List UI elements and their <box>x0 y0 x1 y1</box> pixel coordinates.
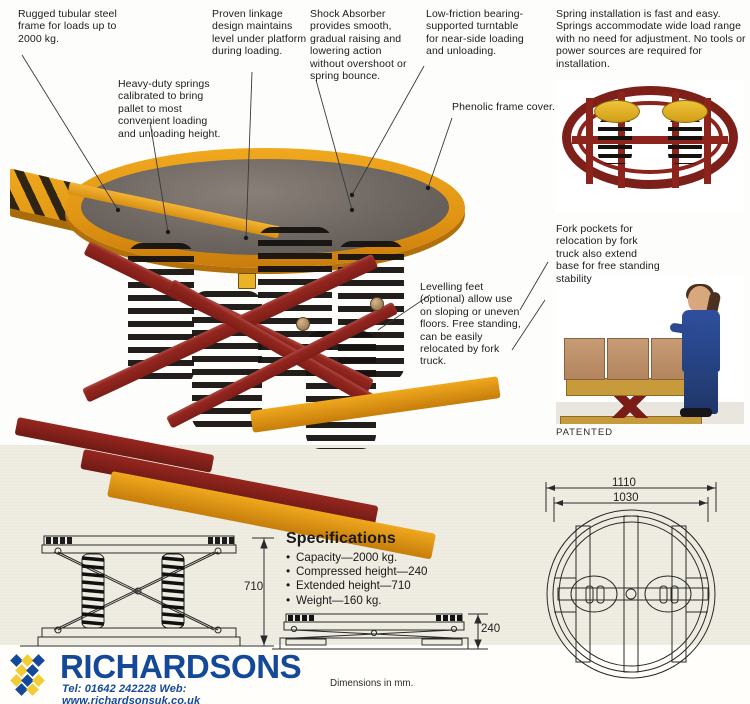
spec-item-capacity: Capacity—2000 kg. <box>286 550 501 565</box>
carton-stack <box>564 338 692 380</box>
spec-item-weight: Weight—160 kg. <box>286 593 501 608</box>
carton <box>564 338 606 380</box>
dimension-label-240: 240 <box>481 623 501 635</box>
pivot-pin <box>370 297 384 311</box>
spec-item-extended-height: Extended height—710 <box>286 578 501 593</box>
carton <box>607 338 649 380</box>
company-logo: RICHARDSONS Tel: 01642 242228 Web: www.r… <box>8 648 308 704</box>
dimension-label-1030: 1030 <box>613 492 639 504</box>
scissor-lift <box>566 394 694 418</box>
footer-white-strip <box>0 645 750 704</box>
arm <box>669 322 693 335</box>
drawing-side-elevation-extended <box>20 535 274 647</box>
scissor-arms <box>566 394 694 418</box>
worker <box>669 284 726 418</box>
dimension-units-note: Dimensions in mm. <box>330 678 414 689</box>
callout-heavy-springs: Heavy-duty springs calibrated to bring p… <box>118 78 221 140</box>
callout-spring-install: Spring installation is fast and easy. Sp… <box>556 8 746 70</box>
diamond-lattice-logo-icon <box>10 654 45 696</box>
company-contact: Tel: 01642 242228 Web: www.richardsonsuk… <box>62 683 201 704</box>
spec-item-compressed-height: Compressed height—240 <box>286 564 501 579</box>
torso <box>682 310 720 372</box>
legs <box>680 370 718 417</box>
shoe <box>680 408 712 417</box>
dimension-label-1110: 1110 <box>612 477 636 489</box>
photo-spring-frame <box>556 80 744 213</box>
patented-label: PATENTED <box>556 427 613 438</box>
scissor-lift-mechanism <box>14 227 501 560</box>
callout-tubular-frame: Rugged tubular steel frame for loads up … <box>18 8 117 45</box>
main-product-photo <box>10 130 540 560</box>
callout-shock-absorber: Shock Absorber provides smooth, gradual … <box>310 8 407 83</box>
company-name: RICHARDSONS <box>60 648 302 685</box>
spring-seat-pad <box>662 100 708 123</box>
warning-label <box>238 273 256 289</box>
spring-seat-pad <box>594 100 640 123</box>
specifications-heading: Specifications <box>286 530 396 547</box>
callout-fork-pockets: Fork pockets for relocation by fork truc… <box>556 223 660 285</box>
spring-coil <box>598 118 632 164</box>
callout-turntable: Low-friction bearing-supported turntable… <box>426 8 524 58</box>
drawing-side-elevation-compressed <box>272 613 488 650</box>
pivot-pin <box>296 317 310 331</box>
callout-levelling-feet: Levelling feet (optional) allow use on s… <box>420 281 521 368</box>
drawing-plan-view <box>545 482 717 679</box>
photo-worker-loading-pallet <box>556 276 744 424</box>
frame-cross-bar <box>572 136 728 144</box>
turntable-deck <box>566 378 692 396</box>
specifications-list: Capacity—2000 kg. Compressed height—240 … <box>286 550 501 608</box>
spring-coil <box>668 118 702 164</box>
callout-linkage: Proven linkage design maintains level un… <box>212 8 307 58</box>
specifications-block: Specifications Capacity—2000 kg. Compres… <box>286 530 501 608</box>
callout-phenolic-cover: Phenolic frame cover. <box>452 101 556 113</box>
dimension-label-710: 710 <box>244 581 264 593</box>
